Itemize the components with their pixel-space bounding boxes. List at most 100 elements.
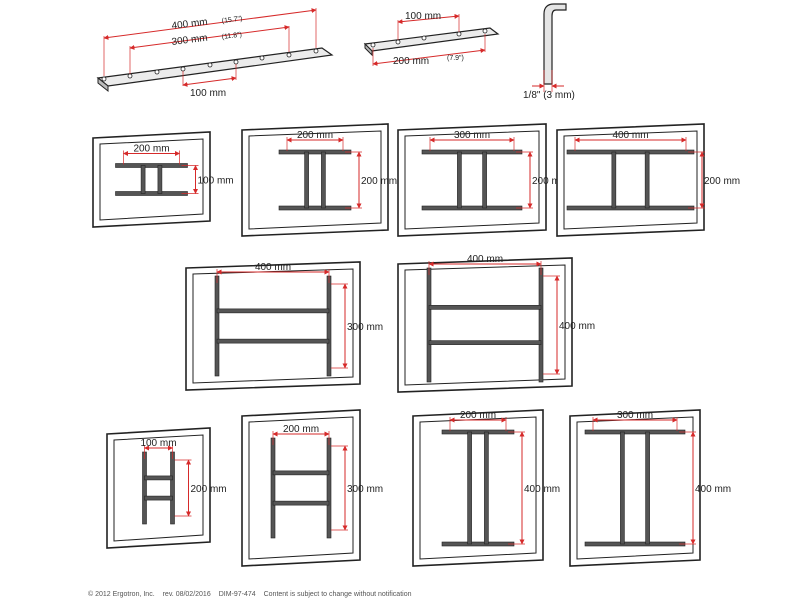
mount-crossbar-top (428, 305, 542, 310)
long-rail-dim-400-line (103, 8, 317, 40)
mount-panel-3: 300 mm 200 mm (397, 123, 568, 237)
mount-rail-top (584, 429, 686, 435)
display-inner-border (404, 130, 540, 230)
mount-dim-height-label: 400 mm (695, 484, 731, 495)
mount-dim-height-label: 200 mm (361, 176, 397, 187)
mount-rail-bottom (421, 205, 523, 211)
mount-dim-width-label: 400 mm (612, 130, 648, 141)
display-outline (92, 131, 211, 228)
long-rail-holes (101, 48, 319, 82)
long-rail-dim-300-line (129, 25, 290, 50)
mount-dim-width-label: 200 mm (297, 130, 333, 141)
mount-rail-bottom (584, 541, 686, 547)
mount-rail-top (441, 429, 515, 435)
mount-dim-height-label: 400 mm (524, 484, 560, 495)
mount-rail-bottom (278, 205, 352, 211)
mount-upright-right (644, 151, 650, 209)
mount-dim-height-label: 300 mm (347, 484, 383, 495)
mount-rail-right (326, 437, 332, 539)
mount-rail-right (170, 451, 175, 525)
short-rail-dim-200-label: 200 mm (393, 56, 429, 67)
display-outline (569, 409, 701, 567)
long-rail-dim-300-label: 300 mm (171, 33, 208, 48)
mount-upright-right (321, 151, 326, 209)
mount-dim-width-label: 100 mm (140, 438, 176, 449)
mount-dim-height-label: 100 mm (198, 176, 234, 187)
long-rail-part: 400 mm (15.7") 300 mm (11.8") 100 mm (96, 8, 334, 99)
mount-rail-top (115, 163, 188, 168)
mount-crossbar-bottom (272, 500, 330, 506)
mount-rail-top (278, 149, 352, 155)
mount-rail-right (326, 275, 332, 377)
mount-rail-left (426, 267, 432, 383)
footer-rev: rev. 08/02/2016 (162, 591, 211, 598)
mount-rail-right (538, 267, 544, 383)
mount-upright-left (467, 431, 472, 545)
mount-crossbar-top (144, 475, 173, 481)
mount-panel-1: 200 mm 100 mm (92, 131, 234, 228)
mount-panel-8: 200 mm 300 mm (241, 409, 383, 567)
mount-panel-9: 200 mm 400 mm (412, 409, 560, 567)
display-outline (106, 427, 211, 549)
long-rail-dim-400-inch: (15.7") (221, 16, 242, 25)
display-inner-border (113, 434, 204, 542)
mount-dim-height-label: 200 mm (532, 176, 568, 187)
hook-part: 1/8" (3 mm) (523, 3, 575, 101)
mount-dim-height-label: 300 mm (347, 322, 383, 333)
mount-upright-left (457, 151, 462, 209)
footer-doc-number: DIM-97-474 (218, 591, 256, 598)
mount-upright-right (645, 431, 650, 545)
mount-upright-left (611, 151, 617, 209)
mount-panel-10: 300 mm 400 mm (569, 409, 731, 567)
display-inner-border (99, 138, 204, 221)
mount-crossbar-bottom (216, 338, 330, 344)
mount-panel-4: 400 mm 200 mm (556, 123, 740, 237)
mount-rail-bottom (566, 205, 695, 211)
mount-dim-width-label: 300 mm (617, 410, 653, 421)
display-outline (412, 409, 544, 567)
footer: © 2012 Ergotron, Inc. rev. 08/02/2016 DI… (88, 591, 417, 598)
mount-upright-left (140, 165, 146, 194)
mount-rail-top (566, 149, 695, 155)
display-inner-border (248, 416, 354, 560)
long-rail-dim-100-line (182, 76, 237, 87)
footer-copyright: © 2012 Ergotron, Inc. (88, 591, 155, 598)
short-rail-dim-100-line (397, 13, 460, 25)
display-outline (185, 261, 361, 391)
mount-rail-top (421, 149, 523, 155)
mount-dim-width-label: 400 mm (255, 262, 291, 273)
short-rail-part: 100 mm 200 mm (7.9") (363, 11, 500, 67)
display-inner-border (248, 130, 382, 230)
mount-crossbar-bottom (428, 340, 542, 345)
display-inner-border (404, 264, 566, 386)
display-inner-border (563, 130, 698, 230)
short-rail-dim-200-inch: (7.9") (447, 55, 464, 62)
mount-dim-width-label: 200 mm (133, 144, 169, 155)
long-rail-lip (97, 76, 109, 93)
long-rail-dim-400-label: 400 mm (171, 17, 208, 32)
mount-dim-width-label: 300 mm (454, 130, 490, 141)
display-outline (397, 257, 573, 393)
mount-dim-width-label: 200 mm (460, 410, 496, 421)
hook-dim-label: 1/8" (3 mm) (523, 90, 575, 101)
mount-upright-right (482, 151, 487, 209)
mount-upright-left (304, 151, 309, 209)
short-rail-dim-100-label: 100 mm (405, 11, 441, 22)
long-rail-dim-300-inch: (11.8") (221, 32, 242, 41)
mount-rail-bottom (441, 541, 515, 547)
mount-crossbar-top (272, 470, 330, 476)
mount-dim-width-label: 200 mm (283, 424, 319, 435)
mount-panel-7: 100 mm 200 mm (106, 427, 227, 549)
footer-notice: Content is subject to change without not… (263, 591, 412, 598)
mount-dim-width-label: 400 mm (467, 254, 503, 265)
mount-panel-5: 400 mm 300 mm (185, 261, 383, 391)
mount-rail-left (214, 275, 220, 377)
mount-upright-right (157, 165, 163, 194)
long-rail-dim-100-label: 100 mm (190, 88, 226, 99)
mount-crossbar-top (216, 308, 330, 314)
mount-dim-height-label: 200 mm (191, 484, 227, 495)
mount-dim-height-label: 200 mm (704, 176, 740, 187)
